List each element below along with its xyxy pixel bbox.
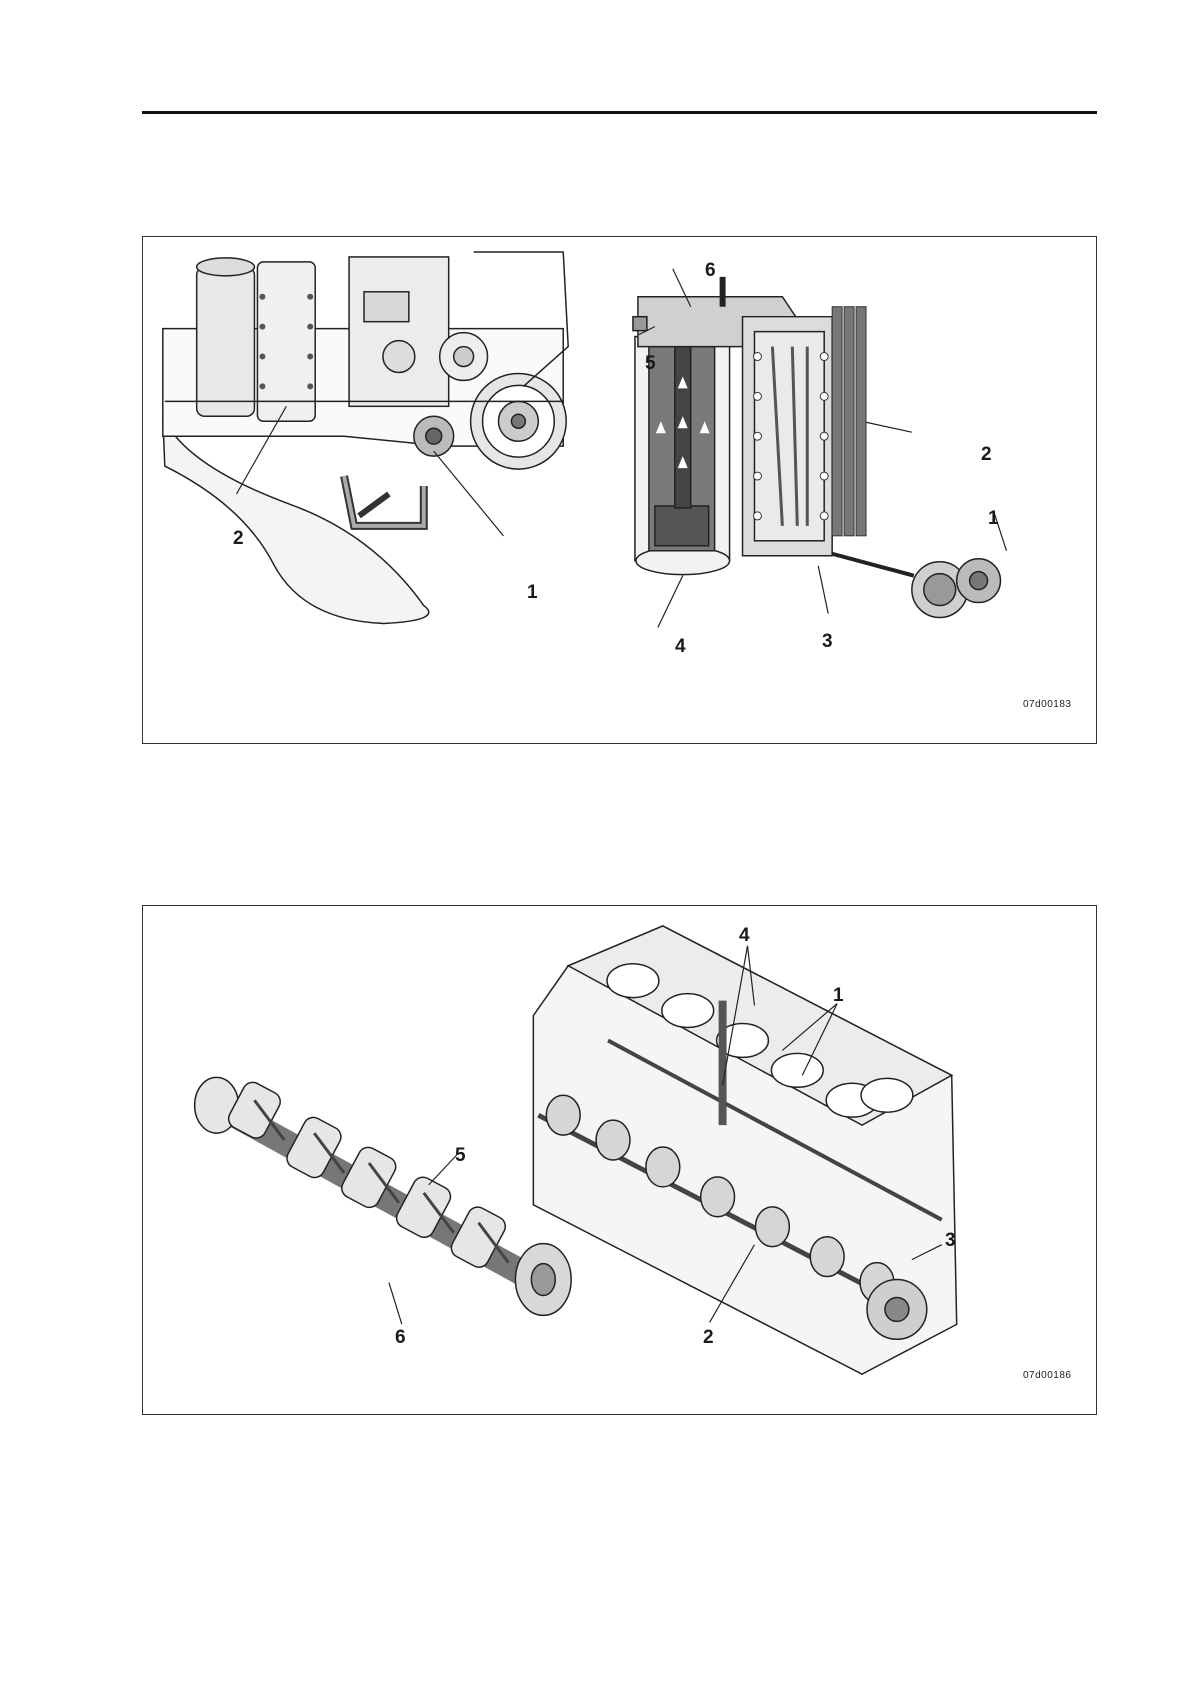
callout-right-6: 6 bbox=[705, 261, 716, 280]
callout-right-4: 4 bbox=[675, 637, 686, 656]
figure-code: 07d00183 bbox=[1023, 699, 1072, 710]
callout-right-2: 2 bbox=[981, 445, 992, 464]
callout-block-1: 1 bbox=[833, 986, 844, 1005]
callout-left-1: 1 bbox=[527, 583, 538, 602]
figure-2-illustration bbox=[143, 906, 1097, 1414]
callout-block-4: 4 bbox=[739, 926, 750, 945]
figure-1-illustration bbox=[143, 237, 1097, 743]
callout-block-2: 2 bbox=[703, 1328, 714, 1347]
oil-cooler-cutaway-view bbox=[633, 277, 1001, 618]
header-rule bbox=[142, 111, 1097, 114]
figure-code: 07d00186 bbox=[1023, 1370, 1072, 1381]
callout-crankshaft-5: 5 bbox=[455, 1146, 466, 1165]
callout-left-2: 2 bbox=[233, 529, 244, 548]
engine-block-illustration bbox=[533, 926, 956, 1374]
engine-front-view bbox=[163, 252, 568, 624]
figure-lubrication-oil-cooler: 2 1 6 5 2 1 4 3 07d00183 bbox=[142, 236, 1097, 744]
callout-right-3: 3 bbox=[822, 632, 833, 651]
callout-right-5: 5 bbox=[645, 354, 656, 373]
crankshaft-illustration bbox=[195, 1077, 572, 1315]
callout-right-1: 1 bbox=[988, 509, 999, 528]
figure-crankshaft-oil-galleries: 5 6 4 1 3 2 07d00186 bbox=[142, 905, 1097, 1415]
callout-block-3: 3 bbox=[945, 1231, 956, 1250]
callout-crankshaft-6: 6 bbox=[395, 1328, 406, 1347]
